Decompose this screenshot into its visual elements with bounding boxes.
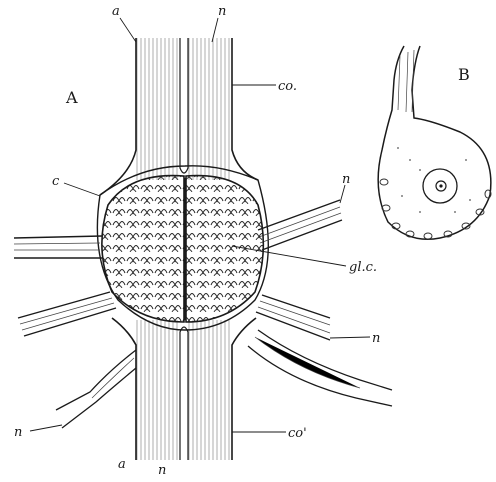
label-gl-c: gl.c. <box>349 260 377 275</box>
ganglion-cell-mass <box>102 176 263 322</box>
label-n-bottom: n <box>158 463 166 478</box>
label-n-right-upper: n <box>342 172 350 187</box>
label-n-top: n <box>218 4 226 19</box>
label-a-bottom: a <box>118 457 126 472</box>
label-co-prime: co' <box>288 426 307 441</box>
panel-a-label: A <box>65 88 78 107</box>
label-n-right-lower: n <box>372 331 380 346</box>
label-a-top: a <box>112 4 120 19</box>
panel-b-label: B <box>458 65 470 84</box>
label-n-left-lower: n <box>14 425 22 440</box>
label-c: c <box>52 174 60 189</box>
label-co: co. <box>278 79 297 94</box>
nerve-cell-b <box>378 46 491 239</box>
